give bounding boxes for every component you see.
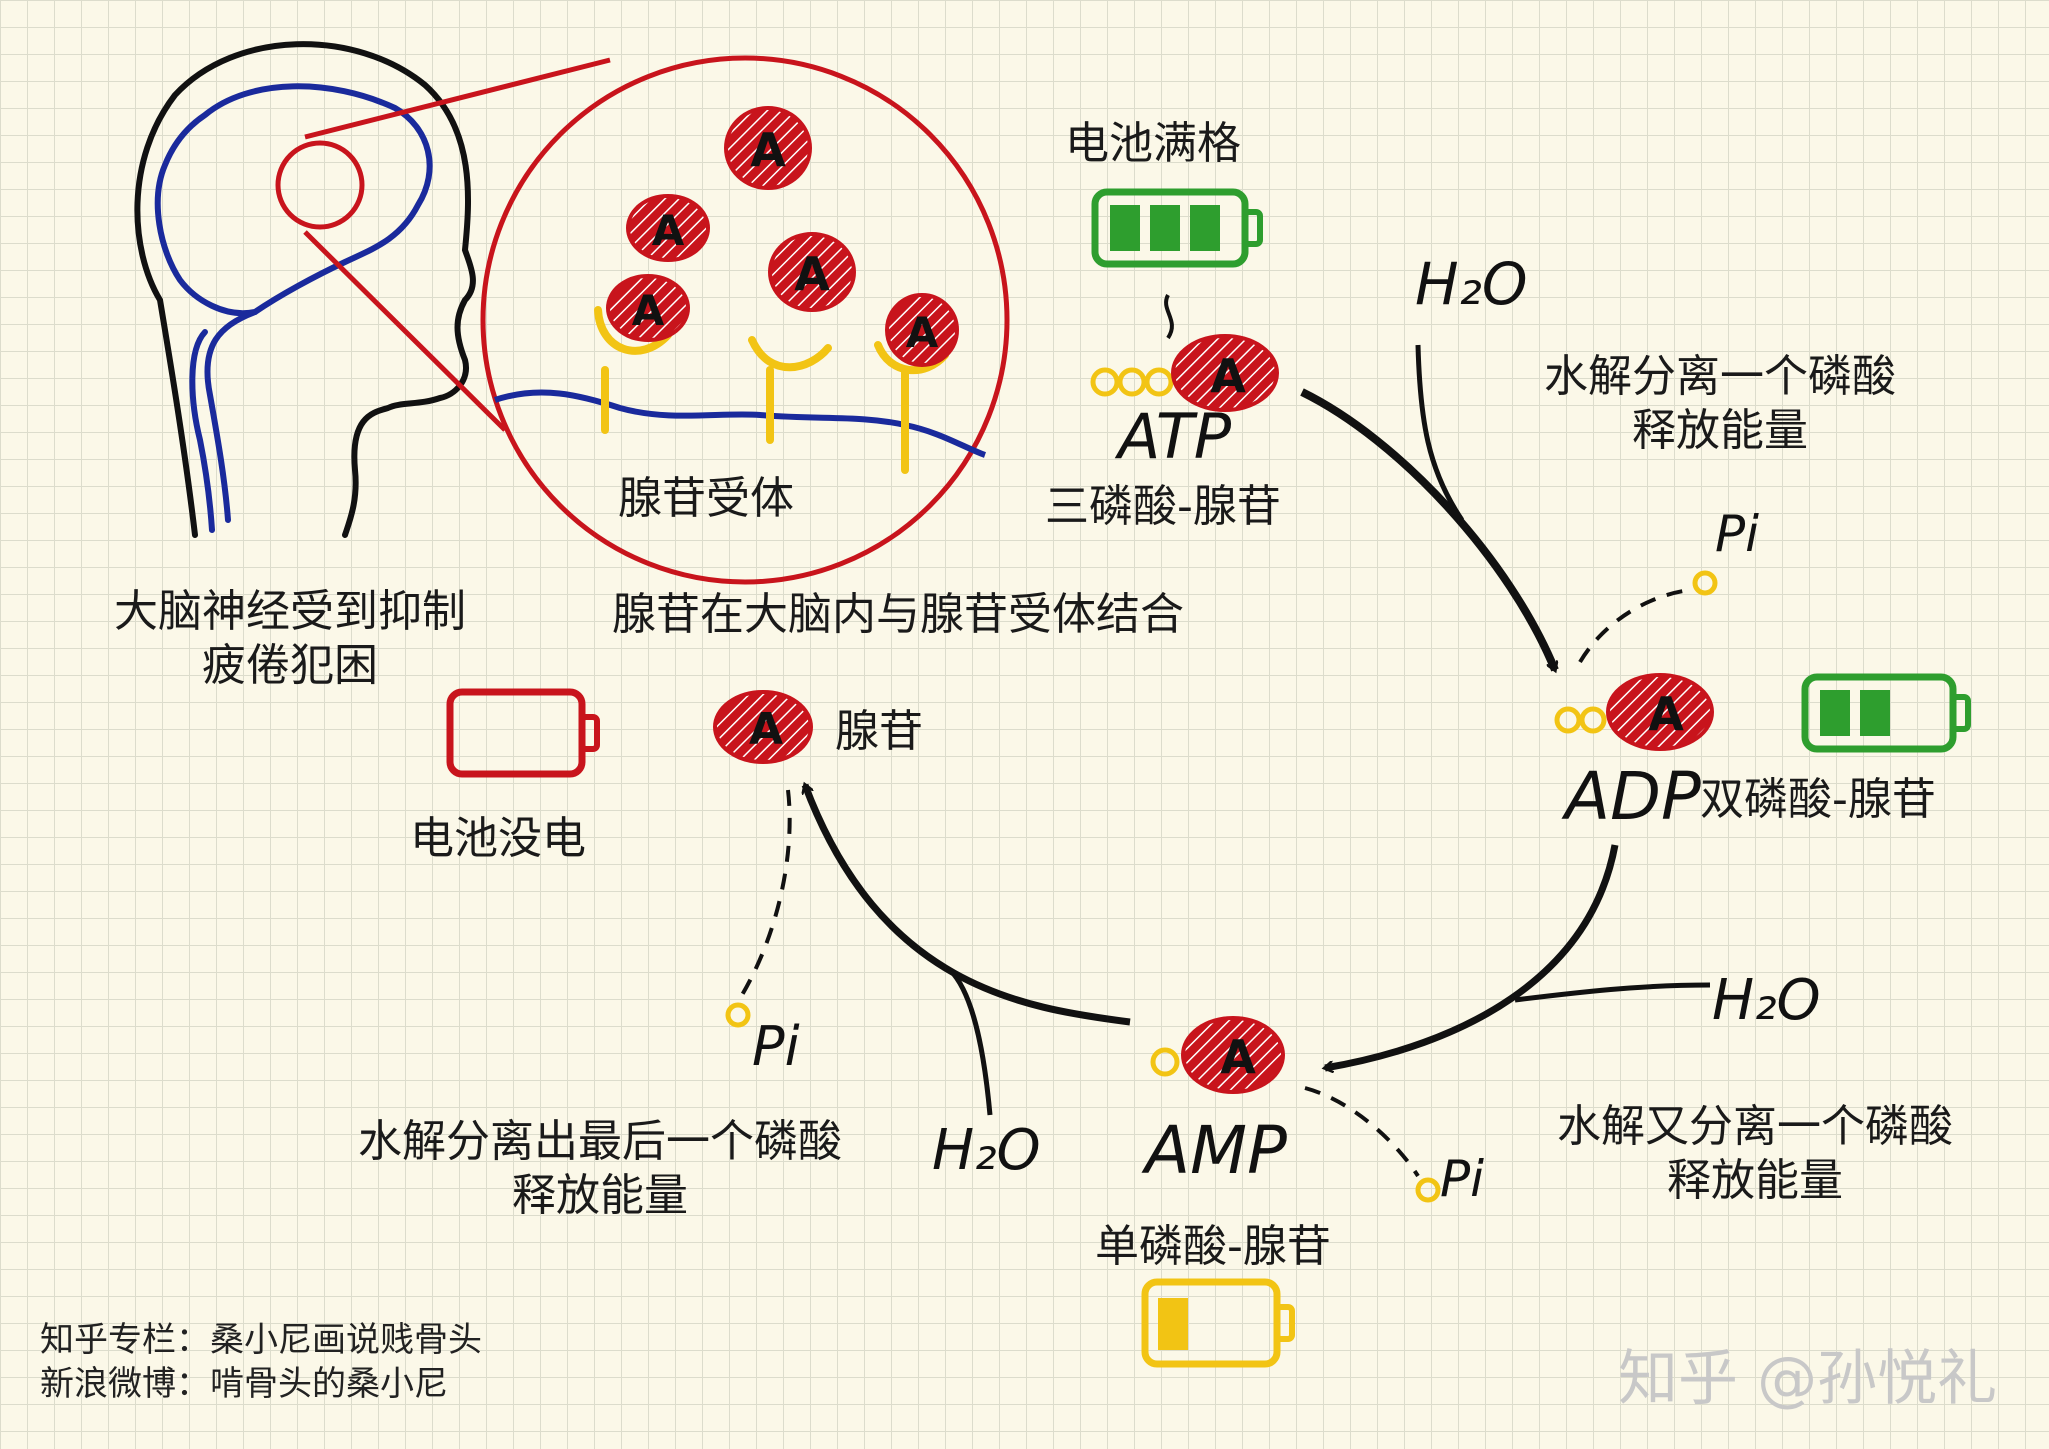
battery-two-thirds-icon (1801, 673, 1971, 753)
adenine-letter: A (906, 308, 939, 357)
adenine-letter: A (632, 286, 665, 335)
adenosine-molecule: A (768, 232, 856, 312)
adenosine-molecule: A (713, 690, 813, 764)
binding-caption: 腺苷在大脑内与腺苷受体结合 (612, 589, 1184, 640)
step2-caption-line1: 水解又分离一个磷酸 (1557, 1101, 1953, 1152)
brain-caption-line2: 疲倦犯困 (202, 640, 378, 691)
amp-name: 单磷酸-腺苷 (1095, 1221, 1331, 1272)
phosphate-group (1579, 706, 1607, 734)
adenosine-receptor (594, 306, 672, 434)
adenosine-receptor (748, 336, 832, 444)
adenine-letter: A (749, 704, 783, 755)
step1-caption-line1: 水解分离一个磷酸 (1544, 351, 1896, 402)
battery-empty-label: 电池没电 (410, 813, 586, 864)
step1-caption: 水解分离一个磷酸 释放能量 (1520, 350, 1920, 458)
phosphate-group (1117, 367, 1147, 397)
phosphate-group (1090, 367, 1120, 397)
battery-full-label: 电池满格 (1065, 118, 1241, 169)
adenine-letter: A (750, 123, 786, 177)
water-label-3: H₂O (932, 1118, 1041, 1183)
amp-label: AMP (1145, 1112, 1287, 1189)
phosphate-label-1: Pi (1715, 505, 1760, 563)
credit-zhihu-column: 知乎专栏：桑小尼画说贱骨头 (40, 1320, 482, 1360)
phosphate-group (1144, 367, 1174, 397)
adenine-letter: A (1648, 687, 1684, 741)
receptor-label: 腺苷受体 (618, 473, 794, 524)
phosphate-group (1150, 1047, 1180, 1077)
cell-membrane (494, 389, 987, 458)
water-label-1: H₂O (1415, 250, 1528, 318)
amp-molecule: A (1150, 1016, 1285, 1094)
dashed-release-line (1578, 588, 1691, 664)
phosphate-label-2: Pi (1440, 1150, 1485, 1208)
adp-label: ADP (1565, 758, 1701, 835)
atp-name: 三磷酸-腺苷 (1045, 481, 1281, 532)
step2-caption: 水解又分离一个磷酸 释放能量 (1535, 1100, 1975, 1208)
step3-caption-line2: 释放能量 (512, 1170, 688, 1221)
arrow-amp-to-adenosine (805, 785, 1131, 1026)
arrow-adp-to-amp (1325, 844, 1619, 1068)
phosphate-released (725, 1002, 751, 1028)
adenine-letter: A (794, 247, 830, 301)
adenosine-molecule: A (724, 106, 812, 190)
step2-caption-line2: 释放能量 (1667, 1155, 1843, 1206)
head-silhouette (134, 41, 476, 538)
battery-low-icon (1141, 1278, 1295, 1368)
dashed-release-line (1304, 1086, 1420, 1178)
brain-caption-line1: 大脑神经受到抑制 (114, 586, 466, 637)
phosphate-released (1415, 1177, 1441, 1203)
step3-caption: 水解分离出最后一个磷酸 释放能量 (335, 1115, 865, 1223)
phosphate-released (1692, 570, 1718, 596)
magnifier-circle (275, 55, 1010, 585)
adenosine-molecule: A (606, 274, 690, 342)
dashed-release-line (740, 789, 792, 997)
adenine-letter: A (652, 206, 685, 255)
phosphate-group (1554, 706, 1582, 734)
adenosine-molecule: A (885, 293, 959, 367)
adp-name: 双磷酸-腺苷 (1700, 774, 1936, 825)
step3-caption-line1: 水解分离出最后一个磷酸 (358, 1116, 842, 1167)
water-input-line (948, 968, 993, 1116)
watermark: 知乎 @孙悦礼 (1618, 1344, 1998, 1414)
water-input-line (1514, 982, 1711, 1003)
brain-caption: 大脑神经受到抑制 疲倦犯困 (80, 585, 500, 693)
atp-molecule: A (1090, 334, 1279, 412)
adenosine-molecule: A (626, 194, 710, 262)
squiggle-connector (1164, 294, 1174, 340)
credit-weibo: 新浪微博：啃骨头的桑小尼 (40, 1364, 448, 1404)
atp-label: ATP (1118, 400, 1232, 473)
brain-outline (154, 83, 433, 533)
water-label-2: H₂O (1712, 968, 1821, 1033)
adenine-letter: A (1210, 349, 1246, 403)
battery-empty-icon (446, 688, 600, 778)
adenine-letter: A (1220, 1030, 1256, 1084)
water-input-line (1415, 344, 1465, 522)
battery-full-icon (1091, 188, 1263, 268)
arrow-atp-to-adp (1300, 388, 1559, 670)
phosphate-label-3: Pi (752, 1015, 800, 1078)
adenosine-label: 腺苷 (835, 706, 923, 757)
adp-molecule: A (1554, 673, 1714, 751)
step1-caption-line2: 释放能量 (1632, 405, 1808, 456)
